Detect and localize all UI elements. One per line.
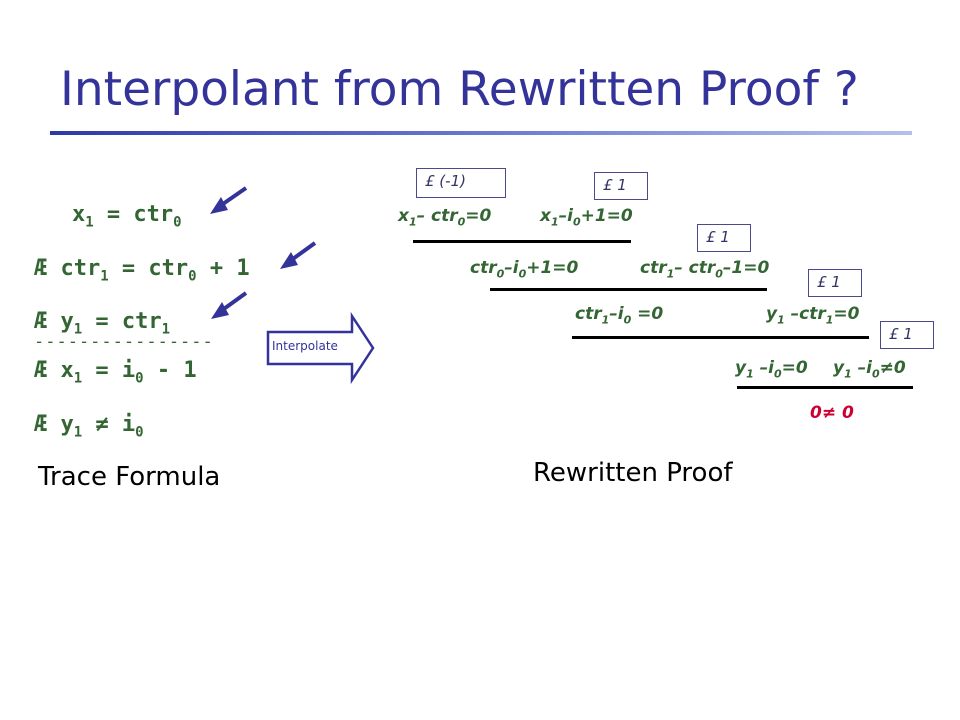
proof-inference-line-1 xyxy=(413,240,631,243)
proof-step-2a: ctr0–i0+1=0 xyxy=(470,258,579,281)
pointer-arrow-icon-3 xyxy=(211,291,248,319)
coefficient-box-2: £ 1 xyxy=(594,172,648,200)
coefficient-box-4: £ 1 xyxy=(808,269,862,297)
trace-separator: ---------------- xyxy=(34,332,214,352)
proof-step-4a: y1 –i0=0 xyxy=(735,358,808,381)
trace-line-1: x1 = ctr0 xyxy=(72,202,182,231)
coefficient-box-5: £ 1 xyxy=(880,321,934,349)
proof-step-3b: y1 –ctr1=0 xyxy=(766,304,860,327)
rewritten-proof-caption: Rewritten Proof xyxy=(533,458,733,488)
proof-step-2b: ctr1– ctr0–1=0 xyxy=(640,258,770,281)
title-underline xyxy=(50,131,912,135)
proof-conclusion: 0≠ 0 xyxy=(810,403,854,423)
pointer-arrow-icon-1 xyxy=(210,186,248,214)
trace-line-2: Æ ctr1 = ctr0 + 1 xyxy=(34,256,250,285)
proof-step-4b: y1 –i0≠0 xyxy=(833,358,906,381)
pointer-arrow-icon-2 xyxy=(280,241,317,269)
coefficient-box-1: £ (-1) xyxy=(416,168,506,198)
proof-inference-line-3 xyxy=(572,336,869,339)
proof-premise-1b: x1–i0+1=0 xyxy=(540,206,633,229)
trace-line-3: Æ y1 = ctr1 xyxy=(34,309,171,338)
trace-formula-caption: Trace Formula xyxy=(38,462,221,492)
proof-step-3a: ctr1–i0 =0 xyxy=(575,304,664,327)
interpolate-label: Interpolate xyxy=(272,339,338,353)
page-title: Interpolant from Rewritten Proof ? xyxy=(60,62,859,117)
trace-line-4: Æ x1 = i0 - 1 xyxy=(34,358,197,387)
trace-line-5: Æ y1 ≠ i0 xyxy=(34,412,144,441)
coefficient-box-3: £ 1 xyxy=(697,224,751,252)
interpolate-arrow-icon xyxy=(266,311,375,385)
proof-inference-line-2 xyxy=(490,288,767,291)
proof-inference-line-4 xyxy=(737,386,913,389)
proof-premise-1a: x1– ctr0=0 xyxy=(398,206,492,229)
